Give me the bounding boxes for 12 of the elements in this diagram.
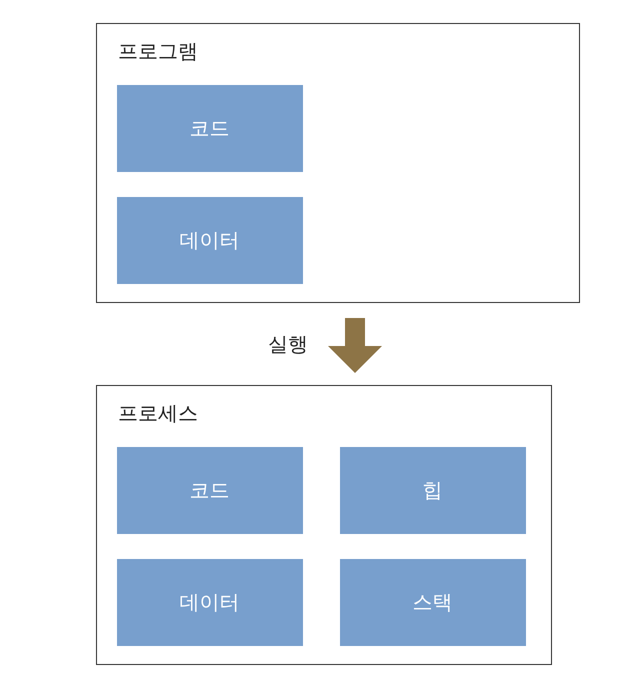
box-title: 프로그램	[118, 38, 198, 65]
memory-block: 코드	[116, 446, 302, 534]
memory-block: 데이터	[116, 196, 302, 284]
container-box	[96, 385, 552, 665]
memory-block: 힙	[340, 446, 526, 534]
container-box	[96, 23, 580, 303]
memory-block: 코드	[116, 84, 302, 172]
box-title: 프로세스	[118, 400, 198, 427]
edge-label: 실행	[268, 331, 308, 358]
memory-block: 스택	[340, 558, 526, 646]
arrow	[328, 318, 382, 373]
memory-block: 데이터	[116, 558, 302, 646]
